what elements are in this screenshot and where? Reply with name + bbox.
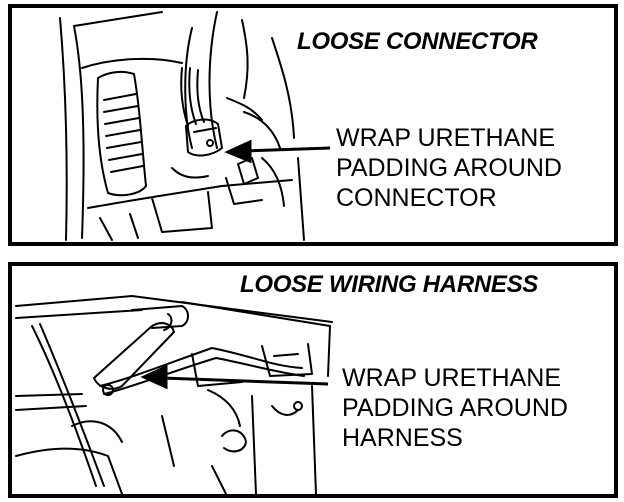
instruction-text: WRAP URETHANE PADDING AROUND CONNECTOR xyxy=(336,123,562,213)
instruction-line: PADDING AROUND xyxy=(336,154,562,182)
instruction-line: CONNECTOR xyxy=(336,184,497,212)
instruction-line: WRAP URETHANE xyxy=(336,124,556,152)
instruction-line: HARNESS xyxy=(342,424,463,452)
panel-title: LOOSE CONNECTOR xyxy=(297,28,538,55)
loose-connector-illustration xyxy=(59,11,331,241)
panel-title: LOOSE WIRING HARNESS xyxy=(240,271,539,298)
loose-connector-panel: LOOSE CONNECTOR WRAP URETHANE PADDING AR… xyxy=(8,4,618,246)
instruction-line: PADDING AROUND xyxy=(342,394,568,422)
loose-wiring-harness-panel: LOOSE WIRING HARNESS WRAP URETHANE PADDI… xyxy=(8,262,618,498)
instruction-text: WRAP URETHANE PADDING AROUND HARNESS xyxy=(342,363,568,453)
instruction-line: WRAP URETHANE xyxy=(342,364,562,392)
loose-wiring-harness-illustration xyxy=(15,295,333,494)
